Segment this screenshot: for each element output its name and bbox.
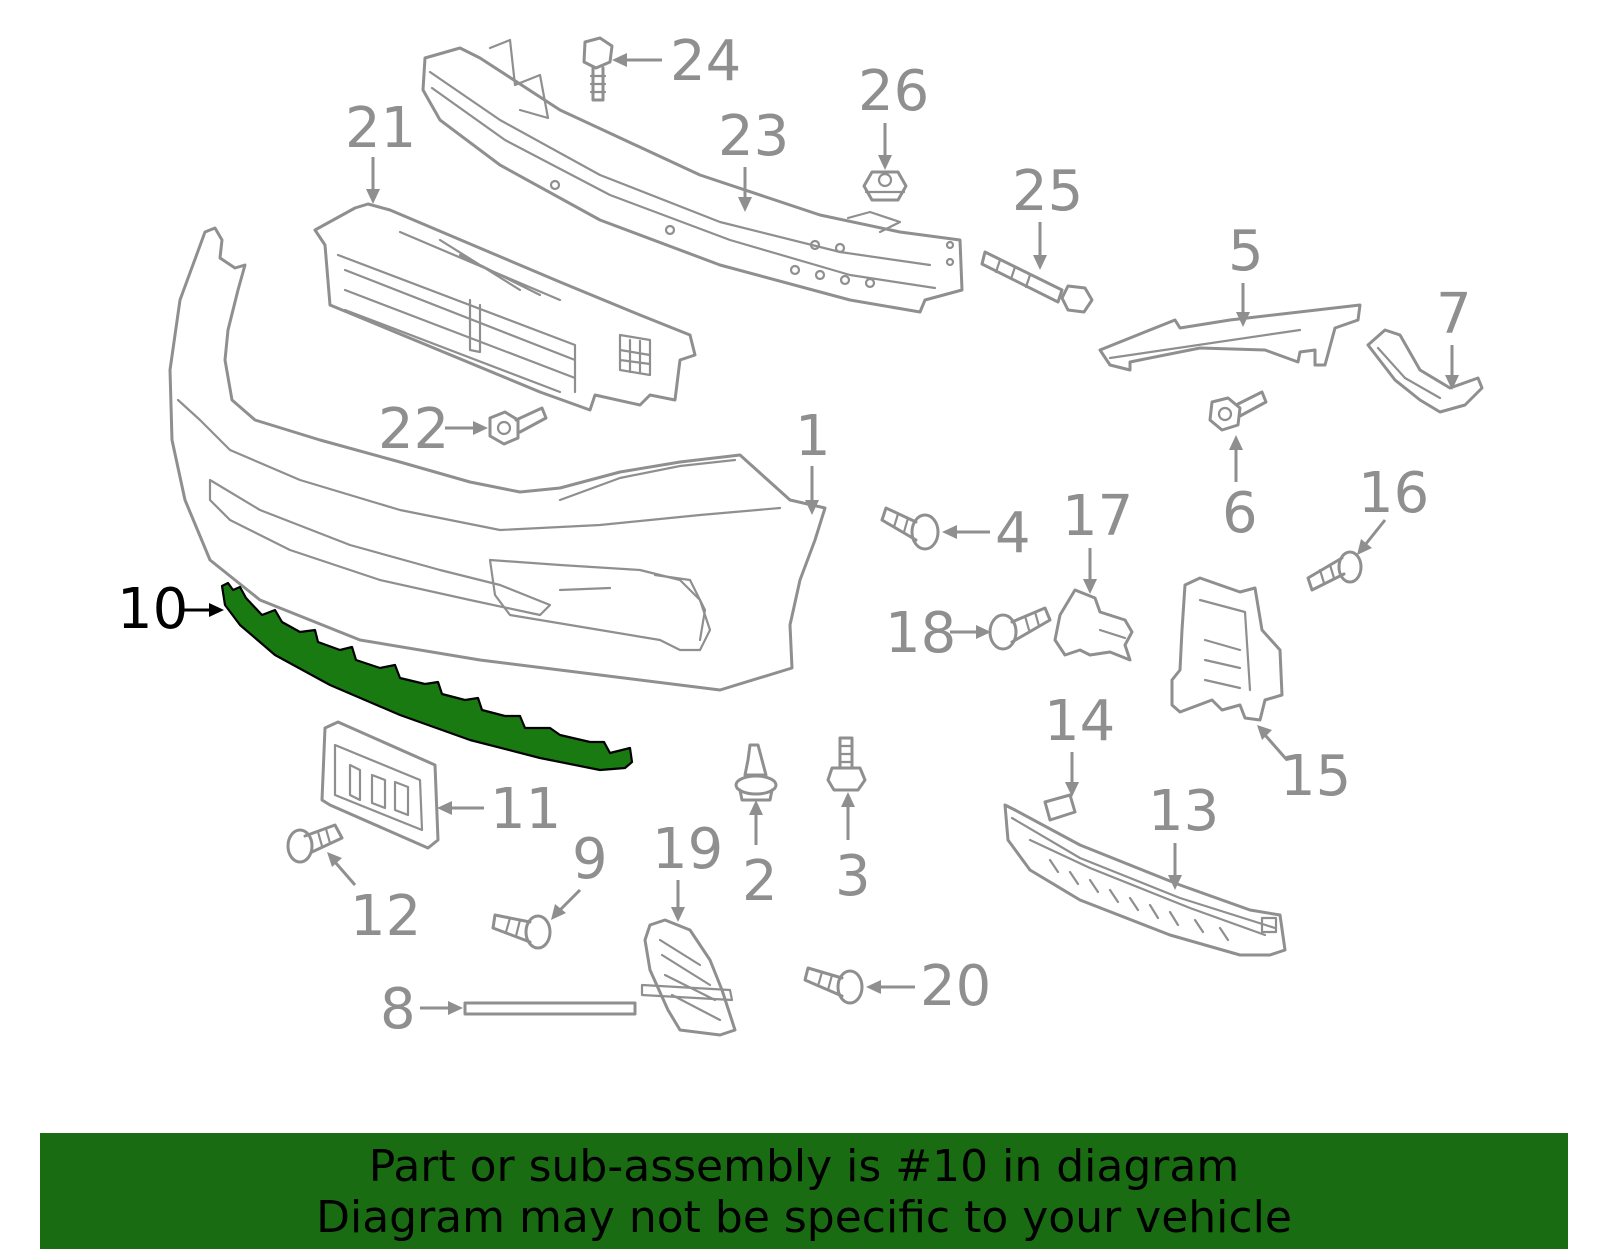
part-20-screw [803,966,864,1005]
callout-8: 8 [380,977,416,1042]
part-19-side-grille [640,918,737,1037]
part-26-nut [862,170,908,202]
part-23-reinforcement-beam [421,38,964,314]
part-9-screw [491,913,552,950]
callout-14: 14 [1044,689,1115,754]
callout-26: 26 [858,59,929,124]
part-11-license-bracket [320,720,440,850]
part-22-bolt [488,406,548,446]
part-10-lower-strip-highlighted [220,581,634,772]
callout-7: 7 [1436,282,1472,347]
callout-16: 16 [1358,461,1429,526]
callout-23: 23 [718,104,789,169]
callout-10: 10 [117,577,188,642]
part-13-lower-grille [1003,803,1287,957]
banner-line-1: Part or sub-assembly is #10 in diagram [368,1141,1240,1192]
part-3-bolt [826,736,867,792]
callout-20: 20 [920,954,991,1019]
part-2-clip [734,743,778,802]
callout-9: 9 [572,827,608,892]
callout-6: 6 [1222,481,1258,546]
info-banner: Part or sub-assembly is #10 in diagram D… [40,1133,1568,1249]
callout-4: 4 [995,501,1031,566]
part-14-clip [1043,793,1077,822]
part-1-bumper-cover [168,226,827,692]
banner-line-2: Diagram may not be specific to your vehi… [316,1192,1292,1243]
callout-13: 13 [1148,779,1219,844]
callout-24: 24 [670,29,741,94]
callout-21: 21 [345,96,416,161]
part-16-screw [1306,550,1363,592]
callout-12: 12 [350,884,421,949]
callout-15: 15 [1280,744,1351,809]
callout-19: 19 [652,817,723,882]
callout-labels: 24 26 23 21 25 5 7 22 1 6 4 17 16 18 10 … [117,29,1472,1042]
part-24-bolt [582,36,614,102]
part-17-bracket [1053,588,1134,662]
part-15-bracket [1170,576,1284,722]
part-21-grille-shutter [313,202,697,412]
callout-1: 1 [795,404,831,469]
callout-17: 17 [1062,484,1133,549]
part-5-upper-bracket [1098,303,1362,372]
callout-25: 25 [1012,159,1083,224]
callout-11: 11 [490,777,561,842]
callout-3: 3 [835,844,871,909]
part-4-screw [880,506,940,551]
part-18-screw [988,606,1052,651]
callout-2: 2 [742,849,778,914]
part-25-bolt [980,250,1094,314]
part-8-strip [463,1001,637,1016]
callout-18: 18 [885,601,956,666]
callout-arrows [184,53,1459,1015]
callout-22: 22 [378,397,449,462]
callout-5: 5 [1228,219,1264,284]
part-12-screw [286,823,344,864]
part-7-side-bracket [1366,328,1484,414]
part-6-bolt [1208,390,1268,432]
